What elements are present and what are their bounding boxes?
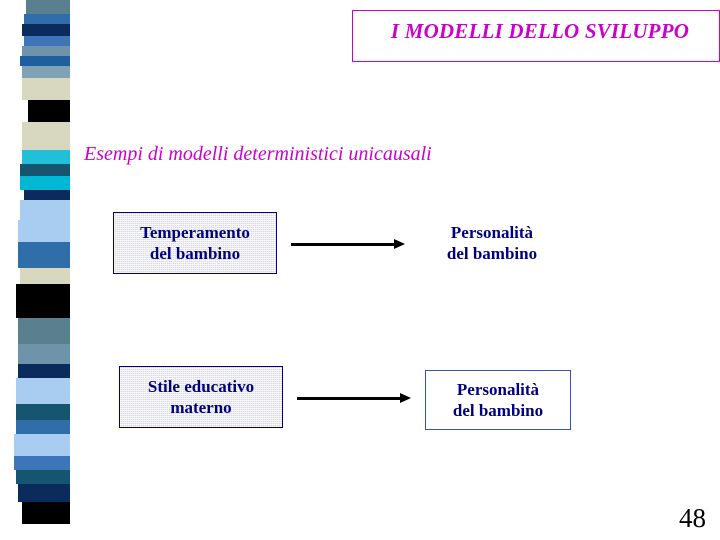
color-band xyxy=(28,100,70,122)
color-band xyxy=(24,190,70,200)
color-band xyxy=(20,176,70,190)
node-label-line1: Stile educativo xyxy=(147,377,255,396)
color-band xyxy=(22,66,70,78)
color-band xyxy=(20,200,70,220)
node-label-line2: del bambino xyxy=(149,244,241,263)
color-band xyxy=(30,524,70,540)
color-band xyxy=(18,318,70,344)
color-band xyxy=(16,284,70,318)
color-band xyxy=(22,502,70,524)
color-band xyxy=(20,268,70,284)
diagram-node-source-2: Stile educativo materno xyxy=(119,366,283,428)
subtitle: Esempi di modelli deterministici unicaus… xyxy=(84,143,432,165)
color-band xyxy=(18,364,70,378)
node-label-line1: Personalità xyxy=(450,223,534,242)
color-band xyxy=(16,404,70,420)
color-band xyxy=(16,420,70,434)
color-band xyxy=(22,122,70,150)
color-band xyxy=(22,150,70,164)
arrow-shaft xyxy=(291,243,394,246)
node-label-line1: Personalità xyxy=(456,380,540,399)
arrow-shaft xyxy=(297,397,400,400)
color-band xyxy=(22,78,70,100)
arrow-head xyxy=(394,239,405,249)
color-band xyxy=(18,344,70,364)
color-band xyxy=(26,0,70,14)
node-label-line1: Temperamento xyxy=(140,223,250,242)
color-band xyxy=(20,164,70,176)
color-band xyxy=(18,220,70,242)
node-label-line2: del bambino xyxy=(452,401,544,420)
page-number: 48 xyxy=(679,503,706,533)
color-band xyxy=(16,470,70,484)
node-label-line2: del bambino xyxy=(446,244,538,263)
color-band xyxy=(22,24,70,36)
diagram-node-target-1: Personalità del bambino xyxy=(419,212,565,274)
diagram-node-target-2: Personalità del bambino xyxy=(425,370,571,430)
color-band xyxy=(16,378,70,404)
color-band xyxy=(14,434,70,456)
color-band xyxy=(20,56,70,66)
color-band xyxy=(14,456,70,470)
page-title: I MODELLI DELLO SVILUPPO xyxy=(390,19,690,43)
color-band xyxy=(18,484,70,502)
diagram-node-source-1: Temperamento del bambino xyxy=(113,212,277,274)
node-label-line2: materno xyxy=(170,398,232,417)
color-band xyxy=(22,46,70,56)
decorative-color-strip xyxy=(0,0,70,540)
color-band xyxy=(24,14,70,24)
color-band xyxy=(24,36,70,46)
color-band xyxy=(18,242,70,268)
arrow-head xyxy=(400,393,411,403)
